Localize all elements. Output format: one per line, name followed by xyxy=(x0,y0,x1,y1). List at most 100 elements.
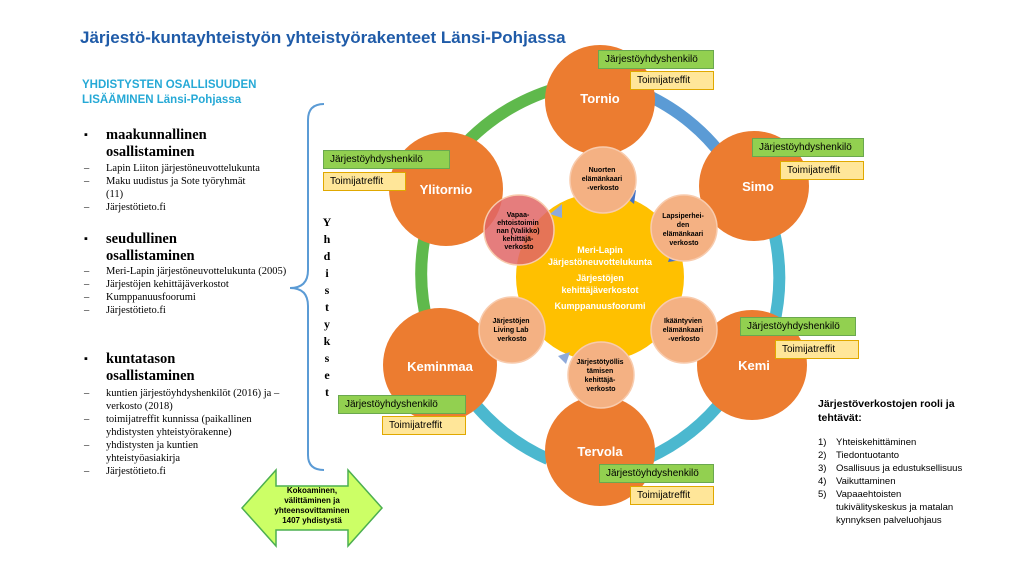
center-line: Järjestöneuvottelukunta xyxy=(548,257,653,267)
municipality-circle-tornio xyxy=(545,45,655,155)
network-label-nuorten: Nuorten elämänkaari -verkosto xyxy=(582,167,624,192)
list-item: Maku uudistus ja Sote työryhmät (11) xyxy=(84,175,256,201)
section-list-maakunnallinen: Lapin Liiton järjestöneuvottelukunta Mak… xyxy=(84,162,299,214)
heading-line: kuntatason xyxy=(106,351,176,367)
role-number: 5) xyxy=(818,489,827,500)
tag-toimijatreffit-ylitornio: Toimijatreffit xyxy=(323,172,406,191)
bullet-icon: ▪ xyxy=(84,233,88,245)
center-line: Meri-Lapin xyxy=(577,245,623,255)
tag-yhdyshenkilo-kemi: Järjestöyhdyshenkilö xyxy=(740,317,856,336)
municipality-label-tervola: Tervola xyxy=(577,444,623,459)
ring-arc-simo-kemi xyxy=(766,222,786,330)
network-label-vapaa: Vapaa- ehtoistoimin nan (Valikko) kehitt… xyxy=(496,212,541,251)
network-label-lapsiperhe: Lapsiperhei- den elämänkaari verkosto xyxy=(662,213,706,247)
tag-toimijatreffit-tervola: Toimijatreffit xyxy=(630,486,714,505)
letter: Y xyxy=(322,215,332,229)
list-item: kuntien järjestöyhdyshenkilöt (2016) ja … xyxy=(84,387,299,413)
role-item: 1)Yhteiskehittäminen xyxy=(818,436,1003,449)
section-heading-maakunnallinen: ▪ maakunnallinen osallistaminen xyxy=(84,127,284,161)
network-label-ikaantyvien: Ikääntyvien elämänkaari -verkosto xyxy=(663,318,705,343)
list-item: toimijatreffit kunnissa (paikallinen yhd… xyxy=(84,413,299,439)
network-circle-nuorten xyxy=(569,146,637,214)
center-labels: Meri-Lapin Järjestöneuvottelukunta Järje… xyxy=(548,245,653,311)
role-item: 2) Tiedontuotanto xyxy=(818,449,1003,462)
role-item: 5) Vapaaehtoisten tukivälityskeskus ja m… xyxy=(818,488,1003,527)
list-item: Järjestötieto.fi xyxy=(84,304,299,317)
role-text: Osallisuus ja edustuksellisuus xyxy=(836,463,963,474)
tag-yhdyshenkilo-keminmaa: Järjestöyhdyshenkilö xyxy=(338,395,466,414)
municipality-label-ylitornio: Ylitornio xyxy=(420,182,473,197)
tag-yhdyshenkilo-ylitornio: Järjestöyhdyshenkilö xyxy=(323,150,450,169)
role-item: 3) Osallisuus ja edustuksellisuus xyxy=(818,462,1003,475)
tag-toimijatreffit-kemi: Toimijatreffit xyxy=(775,340,859,359)
arrow-text-line: 1407 yhdistystä xyxy=(282,516,342,525)
subtitle-line: YHDISTYSTEN OSALLISUUDEN xyxy=(82,79,257,91)
letter: s xyxy=(324,351,330,365)
network-label-tyollis: Järjestötyöllis tämisen kehittäjä- verko… xyxy=(576,359,625,393)
role-text: Vaikuttaminen xyxy=(836,476,896,487)
list-item: yhdistysten ja kuntien yhteistyöasiakirj… xyxy=(84,439,246,465)
role-number: 2) xyxy=(818,450,827,461)
network-circle-livinglab xyxy=(478,296,546,364)
letter: t xyxy=(325,385,329,399)
curly-brace xyxy=(289,103,325,471)
ring-arc-kemi-tervola xyxy=(645,392,731,464)
role-number: 4) xyxy=(818,476,827,487)
heading-line: maakunnallinen xyxy=(106,127,207,143)
role-text: Vapaaehtoisten xyxy=(836,489,902,500)
role-number: 3) xyxy=(818,463,827,474)
heading-line: osallistaminen xyxy=(106,368,195,384)
tag-toimijatreffit-simo: Toimijatreffit xyxy=(780,161,864,180)
section-list-seudullinen: Meri-Lapin järjestöneuvottelukunta (2005… xyxy=(84,265,299,317)
tag-toimijatreffit-keminmaa: Toimijatreffit xyxy=(382,416,466,435)
letter: e xyxy=(324,368,330,382)
roles-title-line: tehtävät: xyxy=(818,412,862,424)
roles-title-line: Järjestöverkostojen rooli ja xyxy=(818,398,955,410)
municipality-circle-keminmaa xyxy=(383,308,497,422)
page-title: Järjestö-kuntayhteistyön yhteistyörakent… xyxy=(80,28,566,47)
list-item: Järjestötieto.fi xyxy=(84,465,299,478)
list-item: Järjestötieto.fi xyxy=(84,201,299,214)
list-item: Kumppanuusfoorumi xyxy=(84,291,299,304)
bullet-icon: ▪ xyxy=(84,353,88,365)
roles-list: 1)Yhteiskehittäminen 2) Tiedontuotanto 3)… xyxy=(818,436,1003,527)
tag-toimijatreffit-tornio: Toimijatreffit xyxy=(630,71,714,90)
letter: d xyxy=(323,249,331,263)
double-arrow-label: Kokoaminen, välittäminen ja yhteensovitt… xyxy=(262,486,362,526)
network-circle-ikaantyvien xyxy=(650,296,718,364)
tag-yhdyshenkilo-simo: Järjestöyhdyshenkilö xyxy=(752,138,864,157)
role-text: tukivälityskeskus ja matalan xyxy=(836,502,954,513)
center-line: Kumppanuusfoorumi xyxy=(555,301,646,311)
network-circle-lapsiperhe xyxy=(650,194,718,262)
center-line: Järjestöjen xyxy=(576,273,624,283)
subtitle: YHDISTYSTEN OSALLISUUDEN LISÄÄMINEN Läns… xyxy=(82,78,256,108)
arrow-text-line: välittäminen ja xyxy=(284,496,340,505)
network-circle-vapaa xyxy=(483,194,555,266)
municipality-circle-simo xyxy=(699,131,809,241)
network-labels: Nuorten elämänkaari -verkosto Lapsiperhe… xyxy=(493,167,706,393)
municipality-label-kemi: Kemi xyxy=(738,358,770,373)
network-circles xyxy=(478,146,718,409)
list-item: Lapin Liiton järjestöneuvottelukunta xyxy=(84,162,299,175)
vertical-label-yhdistykset: Y h d i s t y k s e t xyxy=(320,214,334,401)
heading-line: osallistaminen xyxy=(106,144,195,160)
letter: y xyxy=(324,317,330,331)
subtitle-line: LISÄÄMINEN Länsi-Pohjassa xyxy=(82,94,242,106)
letter: h xyxy=(323,232,331,246)
list-item: Meri-Lapin järjestöneuvottelukunta (2005… xyxy=(84,265,299,278)
municipality-label-simo: Simo xyxy=(742,179,774,194)
arrow-text-line: yhteensovittaminen xyxy=(274,506,350,515)
arrow-icon xyxy=(550,204,562,218)
center-circle xyxy=(516,193,684,361)
letter: s xyxy=(324,283,330,297)
letter: i xyxy=(325,266,329,280)
municipality-label-tornio: Tornio xyxy=(580,91,620,106)
heading-line: seudullinen xyxy=(106,231,177,247)
section-heading-kuntataso: ▪ kuntatason osallistaminen xyxy=(84,351,284,385)
ring-arc-tervola-keminmaa xyxy=(465,394,551,465)
municipality-label-keminmaa: Keminmaa xyxy=(407,359,474,374)
tag-yhdyshenkilo-tervola: Järjestöyhdyshenkilö xyxy=(599,464,714,483)
tag-yhdyshenkilo-tornio: Järjestöyhdyshenkilö xyxy=(598,50,714,69)
role-text: Tiedontuotanto xyxy=(836,450,900,461)
